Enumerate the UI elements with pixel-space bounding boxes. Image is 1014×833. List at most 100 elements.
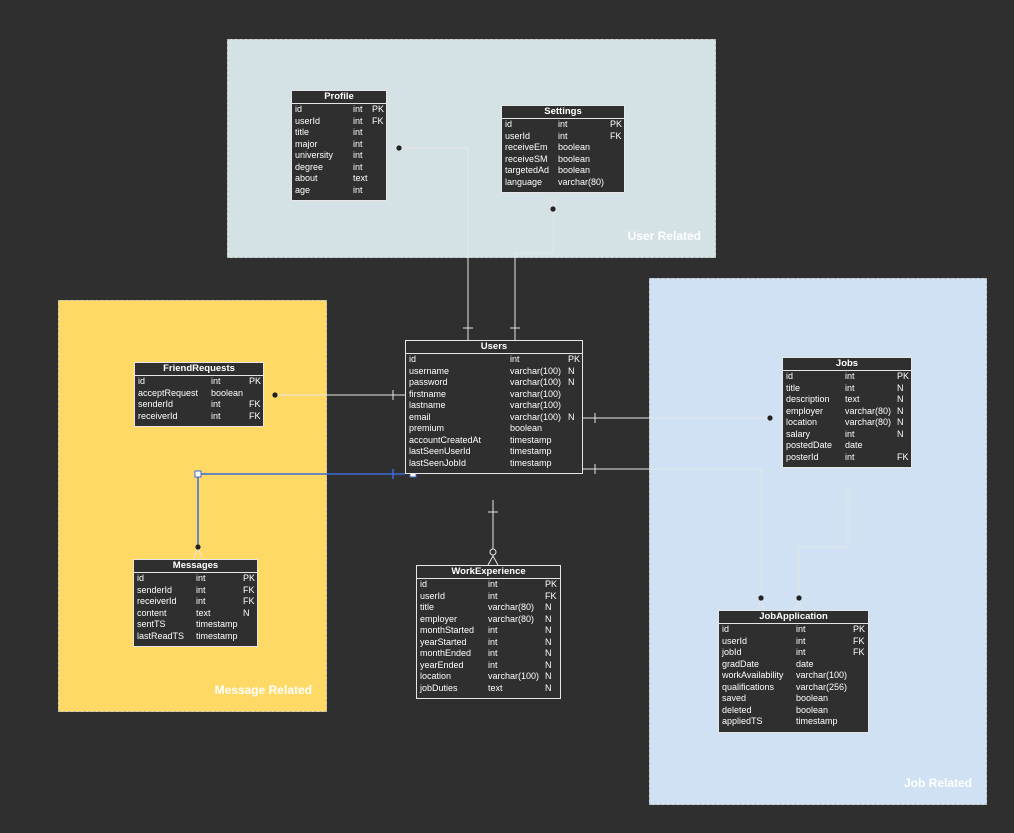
field-type: varchar(256) [796,681,848,692]
field-row[interactable]: qualifications varchar(256) [719,682,868,694]
field-name: major [295,138,318,149]
field-type: int [488,579,498,589]
entity-title[interactable]: Settings [502,106,624,119]
field-type: int [796,647,806,657]
field-name: qualifications [722,681,775,692]
field-key: N [568,377,575,387]
entity-title[interactable]: JobApplication [719,611,868,624]
field-type: boolean [211,387,244,398]
field-name: jobDuties [420,682,458,693]
field-type: int [353,184,363,195]
entity-title[interactable]: Profile [292,91,386,104]
field-key: PK [568,354,581,364]
field-type: int [796,635,806,646]
entity-title[interactable]: Users [406,341,582,354]
field-name: monthStarted [420,625,475,635]
field-type: int [353,104,363,114]
field-name: targetedAd [505,165,550,175]
field-name: postedDate [786,440,833,450]
field-name: username [409,365,450,376]
field-name: location [420,671,452,681]
entity-title[interactable]: Jobs [783,358,911,371]
field-type: text [488,682,503,693]
field-type: varchar(100) [510,411,562,422]
field-type: timestamp [196,619,238,629]
field-key: PK [243,573,256,583]
entity-title[interactable]: WorkExperience [417,566,560,579]
field-name: userId [420,590,446,601]
entity-title[interactable]: FriendRequests [135,363,263,376]
entity-title[interactable]: Messages [134,560,257,573]
field-type: varchar(80) [845,405,892,416]
